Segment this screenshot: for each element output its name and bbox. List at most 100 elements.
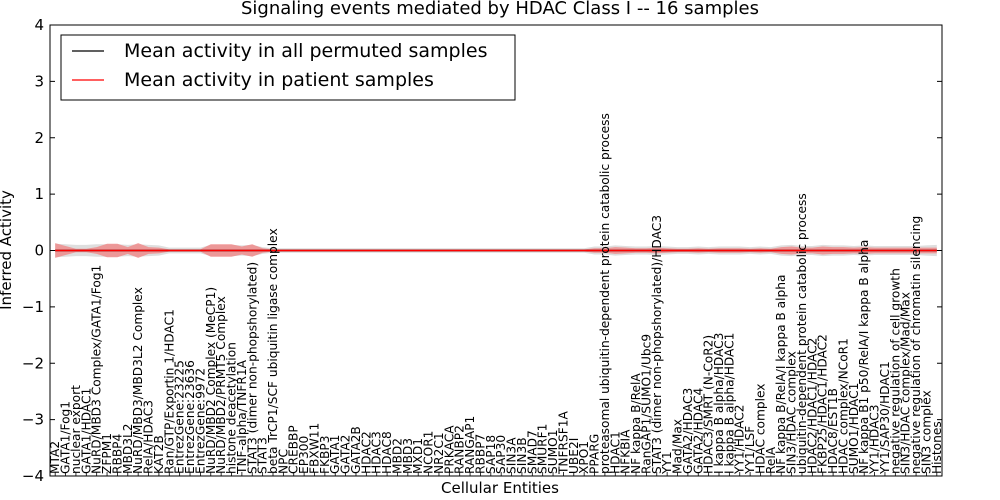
- chart-title: Signaling events mediated by HDAC Class …: [241, 0, 759, 19]
- x-category-label: EP300: [297, 436, 311, 474]
- x-category-label: negative regulation of cell growth: [888, 268, 902, 474]
- y-axis-ticks: −4 −3 −2 −1 0 1 2 3 4: [22, 16, 942, 485]
- y-tick-label: −1: [22, 298, 44, 316]
- x-category-label: KAT2B: [152, 435, 166, 474]
- x-category-label: RANGAP1: [463, 416, 477, 474]
- y-tick-label: −3: [22, 411, 44, 429]
- legend-box: [60, 34, 516, 101]
- x-category-label: YY1/SAP30/HDAC1: [878, 361, 892, 475]
- x-category-label: MBD3: [401, 438, 415, 474]
- x-category-label: TNF-alpha/TNFR1A: [235, 359, 249, 475]
- x-category-label: GATA1/HDAC1: [79, 388, 93, 474]
- x-category-label: beta TrCP1/SCF ubiquitin ligase complex: [266, 228, 280, 474]
- x-category-label: NuRD/MBD3/MBD3L2 Complex: [131, 287, 145, 474]
- x-category-label: SAP30: [494, 435, 508, 474]
- y-tick-label: 1: [34, 185, 44, 203]
- x-category-label: STAT3: [256, 437, 270, 474]
- y-tick-label: −4: [22, 467, 44, 485]
- x-category-label: HDAC2: [359, 431, 373, 474]
- x-category-label: SUMO1/HDAC1: [847, 383, 861, 474]
- x-category-label: MXD1: [411, 438, 425, 474]
- x-category-label: SAP18: [484, 435, 498, 474]
- x-category-label: NuRD/MBD2 Complex (MeCP1): [204, 287, 218, 474]
- x-category-label: HDAC complex: [753, 384, 767, 475]
- x-category-label: HDAC8: [380, 431, 394, 474]
- x-category-label: SIN3/HDAC complex/Mad/Max: [899, 292, 913, 474]
- legend-label-permuted: Mean activity in all permuted samples: [124, 40, 487, 62]
- plot-area-frame: [49, 24, 943, 477]
- x-category-label: I kappa B alpha/HDAC1: [722, 333, 736, 474]
- y-tick-label: 0: [34, 242, 44, 260]
- x-category-label: MTA2: [48, 441, 62, 474]
- x-category-label: Mad/Max: [671, 419, 685, 474]
- x-category-label: CREBBP: [287, 425, 301, 474]
- x-category-label: GATA2B: [349, 426, 363, 474]
- x-category-label: Ran/GTP/Exportin 1/HDAC1: [162, 309, 176, 474]
- x-category-label: YY1/HDAC3: [868, 405, 882, 475]
- x-category-label: RANBP2: [453, 425, 467, 474]
- x-category-label: RelA/HDAC3: [142, 400, 156, 474]
- x-category-label: GATA1/Fog1: [59, 401, 73, 474]
- x-category-label: NuRD/MBD3 Complex/GATA1/Fog1: [90, 265, 104, 474]
- x-category-label: HDAC complex/NCoR1: [836, 338, 850, 474]
- x-category-label: HDAC2/HDAC1/HDAC2: [805, 338, 819, 474]
- x-category-label: ubiquitin-dependent protein catabolic pr…: [795, 193, 809, 474]
- x-category-label: SIN3 complex: [919, 390, 933, 474]
- x-category-label: RanGAP1/SUMO1/Ubc9: [639, 334, 653, 474]
- x-category-label: NuRD/MBD2/PRMT5 Complex: [214, 296, 228, 474]
- x-category-label: NPC: [276, 449, 290, 474]
- x-category-label: EntrezGene:23225: [173, 360, 187, 474]
- x-category-label: proteasomal ubiquitin-dependent protein …: [598, 113, 612, 474]
- x-category-label: XPO1: [577, 441, 591, 474]
- x-category-label: SIN3/HDAC complex: [785, 351, 799, 474]
- x-category-label: GATA2/HDAC4: [691, 388, 705, 474]
- y-tick-label: −2: [22, 354, 44, 372]
- x-category-label: GATA2/HDAC3: [681, 388, 695, 474]
- y-tick-label: 2: [34, 129, 44, 147]
- x-category-label: HDAC3/SMRT (N-CoR2): [702, 335, 716, 474]
- x-category-label: RBBP4: [110, 433, 124, 474]
- x-category-label: NR2C1: [432, 432, 446, 474]
- x-category-label: SMURF1: [536, 424, 550, 474]
- x-category-label: NF kappa B/RelA/I kappa B alpha: [774, 275, 788, 474]
- x-category-label: SIN3A: [505, 437, 519, 474]
- x-category-label: SIN3B: [515, 437, 529, 474]
- x-category-label: STAT3 (dimer non-phopshorylated)/HDAC3: [650, 215, 664, 474]
- x-category-label: RBBP7: [473, 434, 487, 474]
- x-category-label: EntrezGene:9972: [193, 368, 207, 474]
- x-category-label: I kappa B alpha/HDAC3: [712, 333, 726, 474]
- y-tick-label: 4: [34, 16, 44, 34]
- x-category-label: UBE2I: [567, 438, 581, 474]
- x-category-label: nuclear export: [69, 385, 83, 474]
- x-category-label: MBD3L2: [121, 423, 135, 474]
- x-category-label: YY1/LSF: [743, 426, 757, 475]
- x-category-label: YY1: [660, 451, 674, 475]
- x-category-label: PRKACA: [442, 425, 456, 474]
- x-category-label: SUMO1: [546, 429, 560, 474]
- x-category-label: histone deacetylation: [225, 342, 239, 474]
- x-category-label: PPARG: [588, 434, 602, 474]
- x-category-label: HDAC3: [370, 431, 384, 474]
- x-category-label: STAT3 (dimer non-phopshorylated): [245, 262, 259, 474]
- legend: Mean activity in all permuted samples Me…: [60, 34, 516, 101]
- x-category-label: negative regulation of chromatin silenci…: [909, 216, 923, 474]
- x-category-label: FBXW11: [307, 423, 321, 474]
- x-category-label: FKBP3: [318, 436, 332, 474]
- x-category-label: HDAC1: [608, 431, 622, 474]
- x-category-label: GATA1: [328, 435, 342, 474]
- x-category-label: SMAD7: [525, 430, 539, 474]
- x-category-label: Histones: [930, 421, 944, 474]
- x-category-label: YY1/HDAC2: [733, 405, 747, 475]
- x-category-label: GATA2: [339, 435, 353, 474]
- x-category-label: TNFRSF1A: [556, 410, 570, 475]
- x-category-label: ZFPM1: [100, 433, 114, 474]
- x-category-label: NFKBIA: [619, 429, 633, 474]
- x-category-label: NF kappa B/RelA: [629, 373, 643, 474]
- y-tick-label: 3: [34, 72, 44, 90]
- x-category-label: NCOR1: [422, 431, 436, 474]
- x-category-label: HDAC8/EST1B: [826, 388, 840, 474]
- x-category-label: EntrezGene:23636: [183, 360, 197, 474]
- legend-label-patient: Mean activity in patient samples: [124, 69, 434, 91]
